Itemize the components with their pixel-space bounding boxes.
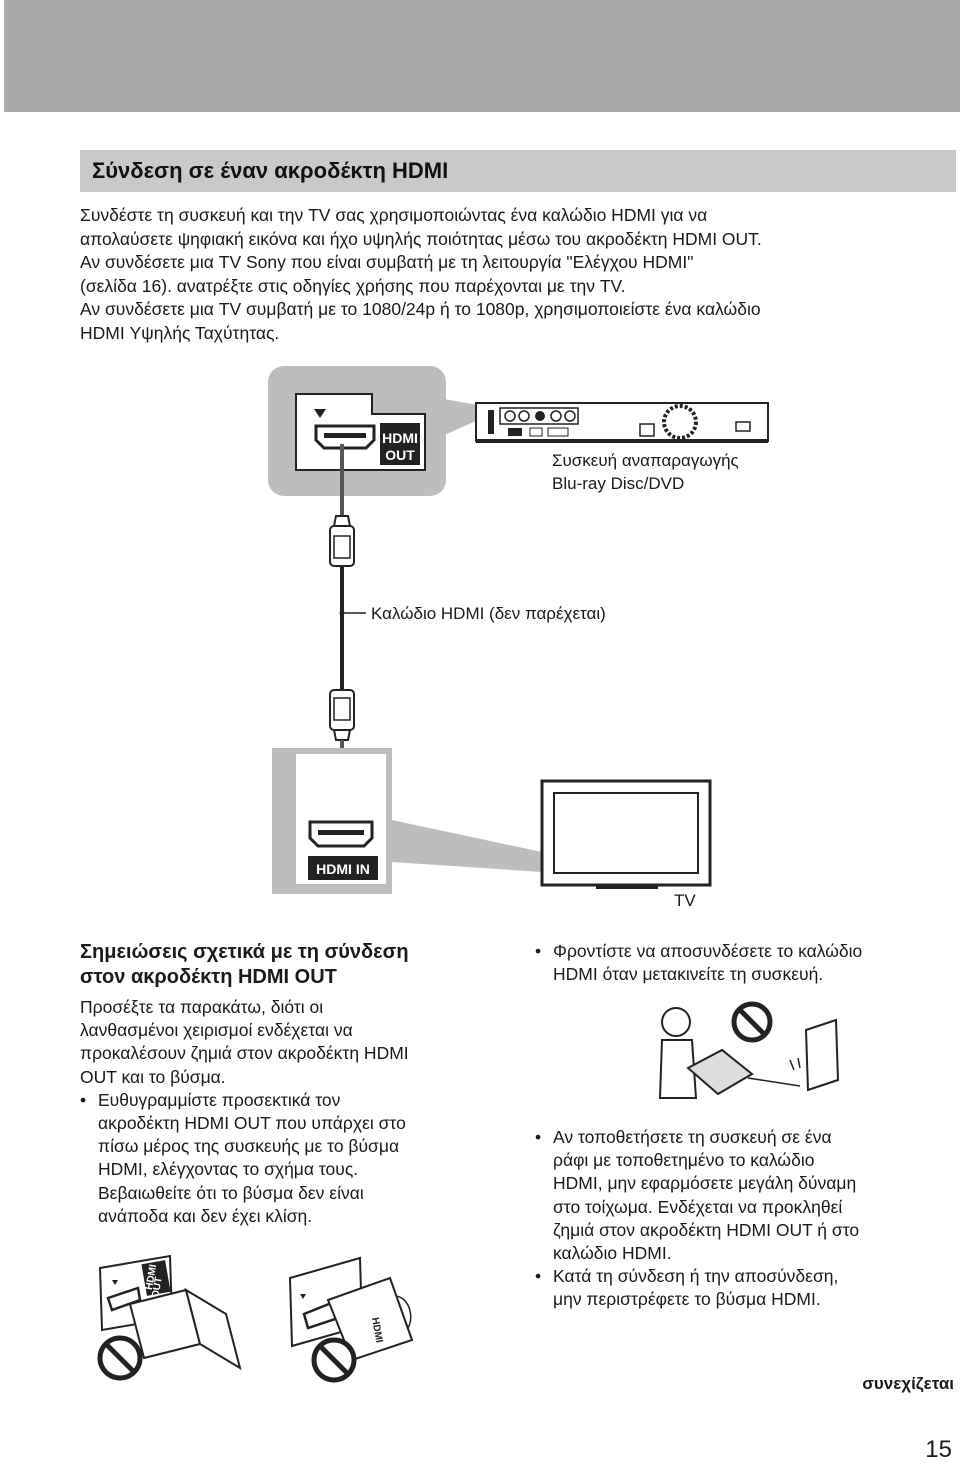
- tv-label: TV: [674, 891, 696, 910]
- incorrect-insertion-illustration: HDMI OUT HDMI: [97, 1254, 414, 1383]
- plug-hdmi-label: HDMI: [369, 1317, 384, 1344]
- hdmi-in-label: HDMI IN: [316, 861, 370, 877]
- bullet-line: μην περιστρέφετε το βύσμα HDMI.: [553, 1289, 821, 1310]
- page-number: 15: [925, 1436, 952, 1463]
- bullet-line: Βεβαιωθείτε ότι το βύσμα δεν είναι: [98, 1182, 364, 1203]
- bullet-shelf-force: • Αν τοποθετήσετε τη συσκευή σε ένα ράφι…: [535, 1126, 955, 1265]
- intro-line: Αν συνδέσετε μια TV Sony που είναι συμβα…: [80, 252, 694, 272]
- warn-out-label: OUT: [150, 1276, 164, 1299]
- bullet-dot: •: [535, 1127, 542, 1147]
- connection-diagram: HDMI OUT Συσκευή αναπαραγωγής Blu-ray Di…: [268, 366, 769, 910]
- bullet-line: ράφι με τοποθετημένο το καλώδιο: [553, 1150, 815, 1171]
- tv-illustration: [540, 779, 712, 889]
- top-gray-band: [4, 0, 960, 112]
- bullet-line: HDMI όταν μετακινείτε τη συσκευή.: [553, 964, 824, 985]
- player-rear-panel: [475, 402, 769, 443]
- hdmi-in-callout: HDMI IN: [272, 748, 392, 894]
- notes-intro-line: OUT και το βύσμα.: [80, 1066, 226, 1087]
- hdmi-out-label-top: HDMI: [382, 430, 418, 446]
- hdmi-out-label-bottom: OUT: [385, 447, 415, 463]
- upside-down-plug-figure: HDMI: [288, 1256, 414, 1383]
- section-title: Σύνδεση σε έναν ακροδέκτη HDMI: [80, 150, 956, 192]
- notes-left-column: Σημειώσεις σχετικά με τη σύνδεση στον ακ…: [80, 940, 500, 1228]
- bullet-no-rotate: • Κατά τη σύνδεση ή την αποσύνδεση, μην …: [535, 1265, 955, 1311]
- intro-paragraph: Συνδέστε τη συσκευή και την TV σας χρησι…: [80, 204, 956, 345]
- cable-label: Καλώδιο HDMI (δεν παρέχεται): [371, 604, 606, 623]
- bullet-line: πίσω μέρος της συσκευής με το βύσμα: [98, 1136, 400, 1157]
- bullet-line: Αν τοποθετήσετε τη συσκευή σε ένα: [553, 1127, 832, 1147]
- bullet-line: ανάποδα και δεν έχει κλίση.: [98, 1205, 313, 1226]
- bullet-disconnect-when-moving: • Φροντίστε να αποσυνδέσετε το καλώδιο H…: [535, 940, 955, 986]
- notes-title: Σημειώσεις σχετικά με τη σύνδεση στον ακ…: [80, 940, 500, 990]
- intro-line: Συνδέστε τη συσκευή και την TV σας χρησι…: [80, 205, 708, 225]
- intro-line: Αν συνδέσετε μια TV συμβατή με το 1080/2…: [80, 299, 761, 319]
- intro-line: (σελίδα 16). ανατρέξτε στις οδηγίες χρήσ…: [80, 275, 626, 296]
- bullet-line: HDMI, μην εφαρμόσετε μεγάλη δύναμη: [553, 1173, 857, 1194]
- bullet-dot: •: [535, 1266, 542, 1287]
- notes-title-line2: στον ακροδέκτη HDMI OUT: [80, 966, 337, 988]
- bullet-line: ακροδέκτη HDMI OUT που υπάρχει στο: [98, 1113, 406, 1134]
- bullet-line: Ευθυγραμμίστε προσεκτικά τον: [98, 1089, 341, 1110]
- bullet-line: Φροντίστε να αποσυνδέσετε το καλώδιο: [553, 941, 863, 961]
- player-label-line1: Συσκευή αναπαραγωγής: [552, 451, 739, 470]
- notes-right-bottom: • Αν τοποθετήσετε τη συσκευή σε ένα ράφι…: [535, 1126, 955, 1312]
- bullet-dot: •: [535, 941, 542, 961]
- notes-intro-line: λανθασμένοι χειρισμοί ενδέχεται να: [80, 1020, 353, 1041]
- moving-device-illustration: [658, 1001, 840, 1099]
- angled-plug-figure: HDMI OUT: [97, 1254, 242, 1381]
- bullet-line: ζημιά στον ακροδέκτη HDMI OUT ή στο: [553, 1219, 860, 1240]
- notes-title-line1: Σημειώσεις σχετικά με τη σύνδεση: [80, 941, 409, 963]
- intro-line: απολαύσετε ψηφιακή εικόνα και ήχο υψηλής…: [80, 228, 762, 249]
- bullet-line: Κατά τη σύνδεση ή την αποσύνδεση,: [553, 1266, 839, 1287]
- continued-label: συνεχίζεται: [862, 1374, 954, 1393]
- warn-hdmi-label: HDMI: [144, 1263, 159, 1290]
- player-label-line2: Blu-ray Disc/DVD: [552, 474, 684, 493]
- triangle-marker-icon: [314, 409, 326, 418]
- hdmi-out-callout: HDMI OUT: [268, 366, 446, 496]
- notes-intro-line: Προσέξτε τα παρακάτω, διότι οι: [80, 997, 324, 1017]
- bullet-dot: •: [80, 1089, 87, 1110]
- bullet-align-connector: • Ευθυγραμμίστε προσεκτικά τον ακροδέκτη…: [80, 1089, 500, 1228]
- bullet-line: HDMI, ελέγχοντας το σχήμα τους.: [98, 1159, 359, 1180]
- bullet-line: στο τοίχωμα. Ενδέχεται να προκληθεί: [553, 1196, 843, 1217]
- intro-line: HDMI Υψηλής Ταχύτητας.: [80, 322, 280, 343]
- bullet-line: καλώδιο HDMI.: [553, 1243, 672, 1264]
- notes-right-top: • Φροντίστε να αποσυνδέσετε το καλώδιο H…: [535, 940, 955, 986]
- notes-intro-line: προκαλέσουν ζημιά στον ακροδέκτη HDMI: [80, 1043, 409, 1064]
